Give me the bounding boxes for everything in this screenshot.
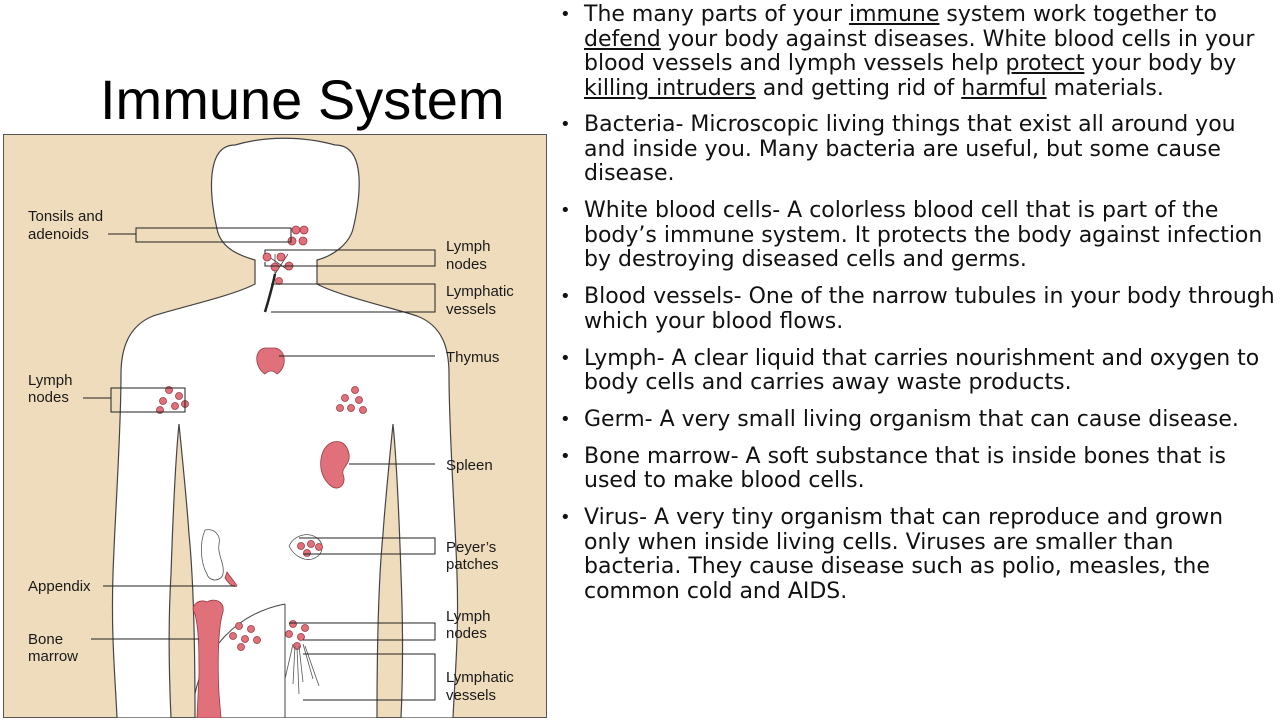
- neck-lymphatic-vessel: [263, 273, 277, 313]
- label-bone-marrow-line2: marrow: [28, 648, 78, 665]
- bullet-dot-icon: •: [560, 200, 571, 222]
- bullet-text: and getting rid of: [755, 75, 962, 101]
- bullet-text: Germ- A very small living organism that …: [584, 406, 1239, 432]
- groin-lymph-nodes-left: [229, 622, 261, 651]
- underlined-term: killing intruders: [584, 75, 756, 101]
- label-lymph-nodes-arm-line2: nodes: [28, 389, 69, 406]
- immune-system-diagram: Tonsils and adenoids Lymph nodes Lymphat…: [3, 134, 547, 718]
- slide-title: Immune System: [100, 68, 505, 131]
- label-lymph-nodes-arm-line1: Lymph: [28, 372, 72, 389]
- label-appendix: Appendix: [28, 578, 91, 595]
- label-tonsils-line1: Tonsils and: [28, 208, 103, 225]
- thymus: [256, 347, 285, 375]
- appendix: [224, 571, 238, 587]
- bullet-text: Bacteria- Microscopic living things that…: [584, 112, 1236, 187]
- label-spleen: Spleen: [446, 457, 493, 474]
- definition-list: • The many parts of your immune system wo…: [556, 2, 1276, 617]
- label-lymph-nodes-groin-line1: Lymph: [446, 608, 490, 625]
- armpit-lymph-nodes-right: [336, 386, 367, 414]
- bullet-text: The many parts of your: [584, 2, 850, 27]
- label-lymphatic-vessels-neck-line1: Lymphatic: [446, 283, 514, 300]
- body-silhouette: [111, 137, 459, 718]
- bullet-text: your body against diseases. White blood …: [584, 26, 1255, 76]
- leg-lymphatic-vessels: [284, 643, 320, 695]
- diagram-svg: Tonsils and adenoids Lymph nodes Lymphat…: [3, 134, 547, 718]
- label-peyers-patches-line1: Peyer’s: [446, 539, 496, 556]
- bullet-item: • Bone marrow- A soft substance that is i…: [556, 443, 1276, 494]
- label-peyers-patches-line2: patches: [446, 556, 499, 573]
- bullet-text: White blood cells- A colorless blood cel…: [584, 198, 1263, 273]
- tonsils-dots: [287, 225, 309, 246]
- label-lymphatic-vessels-leg-line1: Lymphatic: [446, 669, 514, 686]
- label-lymphatic-vessels-leg-line2: vessels: [446, 687, 496, 704]
- bullet-text: Virus- A very tiny organism that can rep…: [584, 505, 1224, 604]
- label-thymus: Thymus: [446, 349, 499, 366]
- bullet-text: materials.: [1046, 75, 1164, 101]
- bullet-dot-icon: •: [560, 408, 571, 430]
- bullet-dot-icon: •: [560, 4, 571, 25]
- bullet-text: system work together to: [939, 2, 1217, 27]
- bullet-dot-icon: •: [560, 507, 571, 529]
- underlined-term: immune: [849, 2, 940, 27]
- label-lymphatic-vessels-neck-line2: vessels: [446, 301, 496, 318]
- bullet-item: • Germ- A very small living organism that…: [556, 406, 1276, 433]
- underlined-term: defend: [584, 26, 661, 52]
- peyers-patches-dots: [297, 540, 323, 557]
- bullet-item: • Bacteria- Microscopic living things tha…: [556, 113, 1276, 187]
- spleen: [320, 441, 350, 489]
- underlined-term: protect: [1005, 51, 1085, 76]
- bullet-dot-icon: •: [560, 347, 571, 369]
- armpit-lymph-nodes-left: [156, 386, 189, 414]
- bullet-text: your body by: [1084, 51, 1237, 76]
- bullet-item: • The many parts of your immune system wo…: [556, 2, 1276, 101]
- bullet-item: • Lymph- A clear liquid that carries nour…: [556, 345, 1276, 396]
- groin-lymph-nodes-right: [285, 620, 309, 650]
- underlined-term: harmful: [961, 75, 1047, 101]
- label-bone-marrow-line1: Bone: [28, 631, 63, 648]
- leader-lines: [83, 227, 436, 701]
- bullet-item: • White blood cells- A colorless blood ce…: [556, 199, 1276, 273]
- label-lymph-nodes-groin-line2: nodes: [446, 625, 487, 642]
- bullet-text: Lymph- A clear liquid that carries nouri…: [584, 345, 1260, 396]
- label-tonsils-line2: adenoids: [28, 226, 89, 243]
- label-lymph-nodes-neck-line1: Lymph: [446, 238, 490, 255]
- bullet-text: Blood vessels- One of the narrow tubules…: [584, 284, 1275, 334]
- bullet-dot-icon: •: [560, 286, 571, 308]
- bullet-dot-icon: •: [560, 114, 571, 136]
- label-lymph-nodes-neck-line2: nodes: [446, 256, 487, 273]
- bullet-text: Bone marrow- A soft substance that is in…: [584, 443, 1226, 494]
- bullet-item: • Virus- A very tiny organism that can re…: [556, 506, 1276, 604]
- bullet-item: • Blood vessels- One of the narrow tubule…: [556, 285, 1276, 334]
- femur-bone: [192, 599, 224, 718]
- bullet-dot-icon: •: [560, 445, 571, 467]
- colon: [201, 529, 224, 581]
